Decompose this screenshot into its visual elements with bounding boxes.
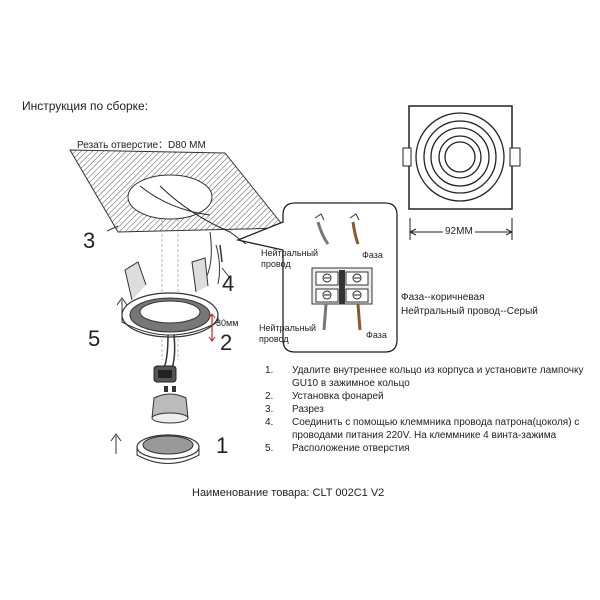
step-item: 5.Расположение отверстия [265,443,410,454]
legend-neutral: Нейтральный провод--Серый [401,306,538,317]
callout-2: 2 [220,330,233,355]
legend-phase: Фаза--коричневая [401,292,485,303]
up-arrow-1 [110,433,122,454]
callout-1: 1 [216,433,229,458]
inner-ring [136,434,200,464]
width-dimension-label: 92MM [443,226,475,237]
step-item: 1.Удалите внутреннее кольцо из корпуса и… [265,365,584,389]
cut-hole [127,174,213,220]
wiring-panel [235,202,398,353]
callout-5: 5 [88,326,101,351]
callout-3: 3 [83,228,96,253]
fixture-housing [121,257,219,369]
ceiling-panel [69,149,287,245]
up-arrow-5 [116,297,128,318]
cut-hole-label: Резать отверстие：D80 MM [77,140,206,151]
callout-4: 4 [222,271,235,296]
step-item: 4.Соединить с помощью клеммника провода … [265,417,580,441]
instruction-steps: 1.Удалите внутреннее кольцо из корпуса и… [265,364,595,455]
page-title: Инструкция по сборке: [22,99,149,113]
step-item: 2.Установка фонарей [265,391,384,402]
gu10-socket [153,365,177,383]
fixture-top-view [402,105,521,210]
step-item: 3.Разрез [265,404,324,415]
product-name: Наименование товара: CLT 002C1 V2 [192,487,385,499]
phase-wire-label-bottom: Фаза [366,330,387,340]
neutral-wire-label-top: Нейтральный провод [261,248,319,269]
neutral-wire-label-bottom: Нейтральный провод [259,323,317,344]
gu10-lamp [151,386,189,424]
phase-wire-label-top: Фаза [362,250,383,260]
depth-dimension-label: 30мм [216,318,239,328]
